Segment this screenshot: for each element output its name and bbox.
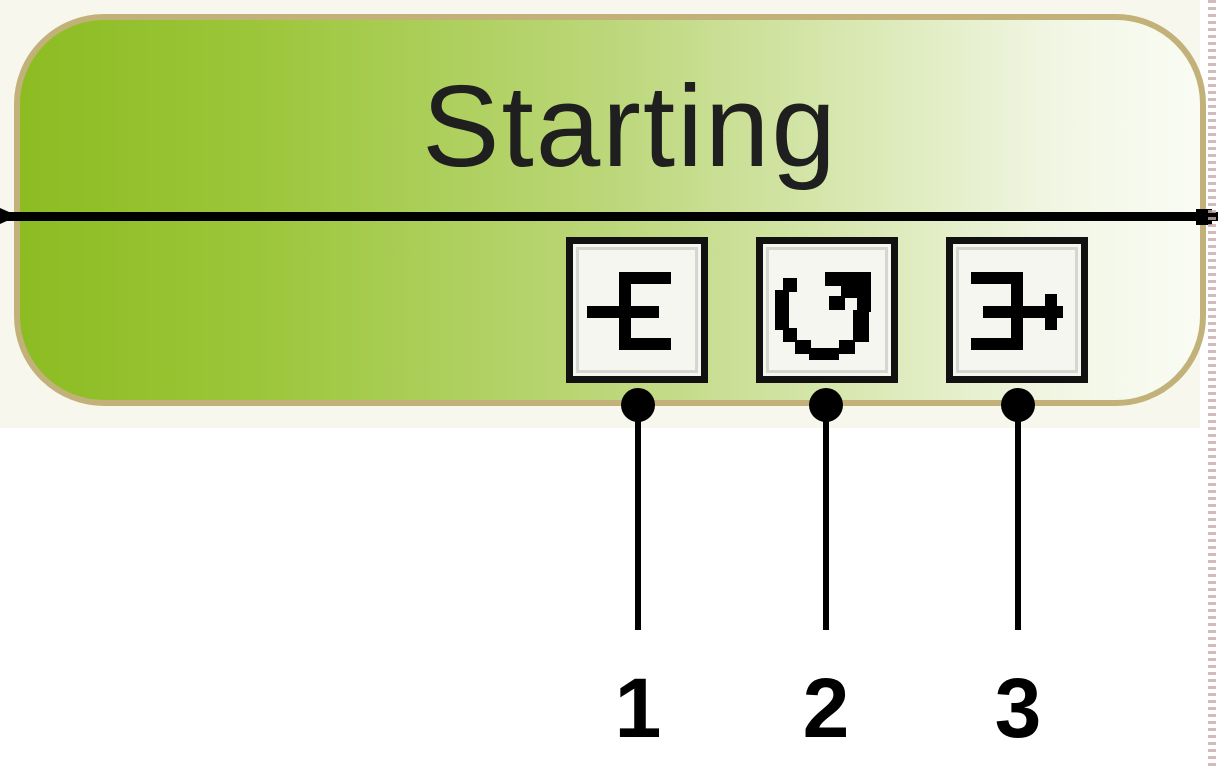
exit-action-icon bbox=[971, 272, 1063, 350]
callout-label-1: 1 bbox=[614, 661, 662, 755]
divider-left-arrow-icon bbox=[0, 208, 18, 224]
exit-action-button[interactable] bbox=[946, 237, 1088, 383]
callout-line-1 bbox=[635, 410, 641, 630]
entry-action-icon bbox=[587, 272, 671, 350]
canvas-edge-marker bbox=[1208, 0, 1216, 768]
callout-line-3 bbox=[1015, 410, 1021, 630]
do-activity-icon bbox=[775, 272, 871, 360]
callout-label-3: 3 bbox=[994, 661, 1042, 755]
entry-action-button[interactable] bbox=[566, 237, 708, 383]
callout-label-2: 2 bbox=[802, 661, 850, 755]
callout-line-2 bbox=[823, 410, 829, 630]
state-compartment-divider bbox=[0, 212, 1218, 221]
do-activity-button[interactable] bbox=[756, 237, 898, 383]
state-title: Starting bbox=[422, 61, 838, 191]
